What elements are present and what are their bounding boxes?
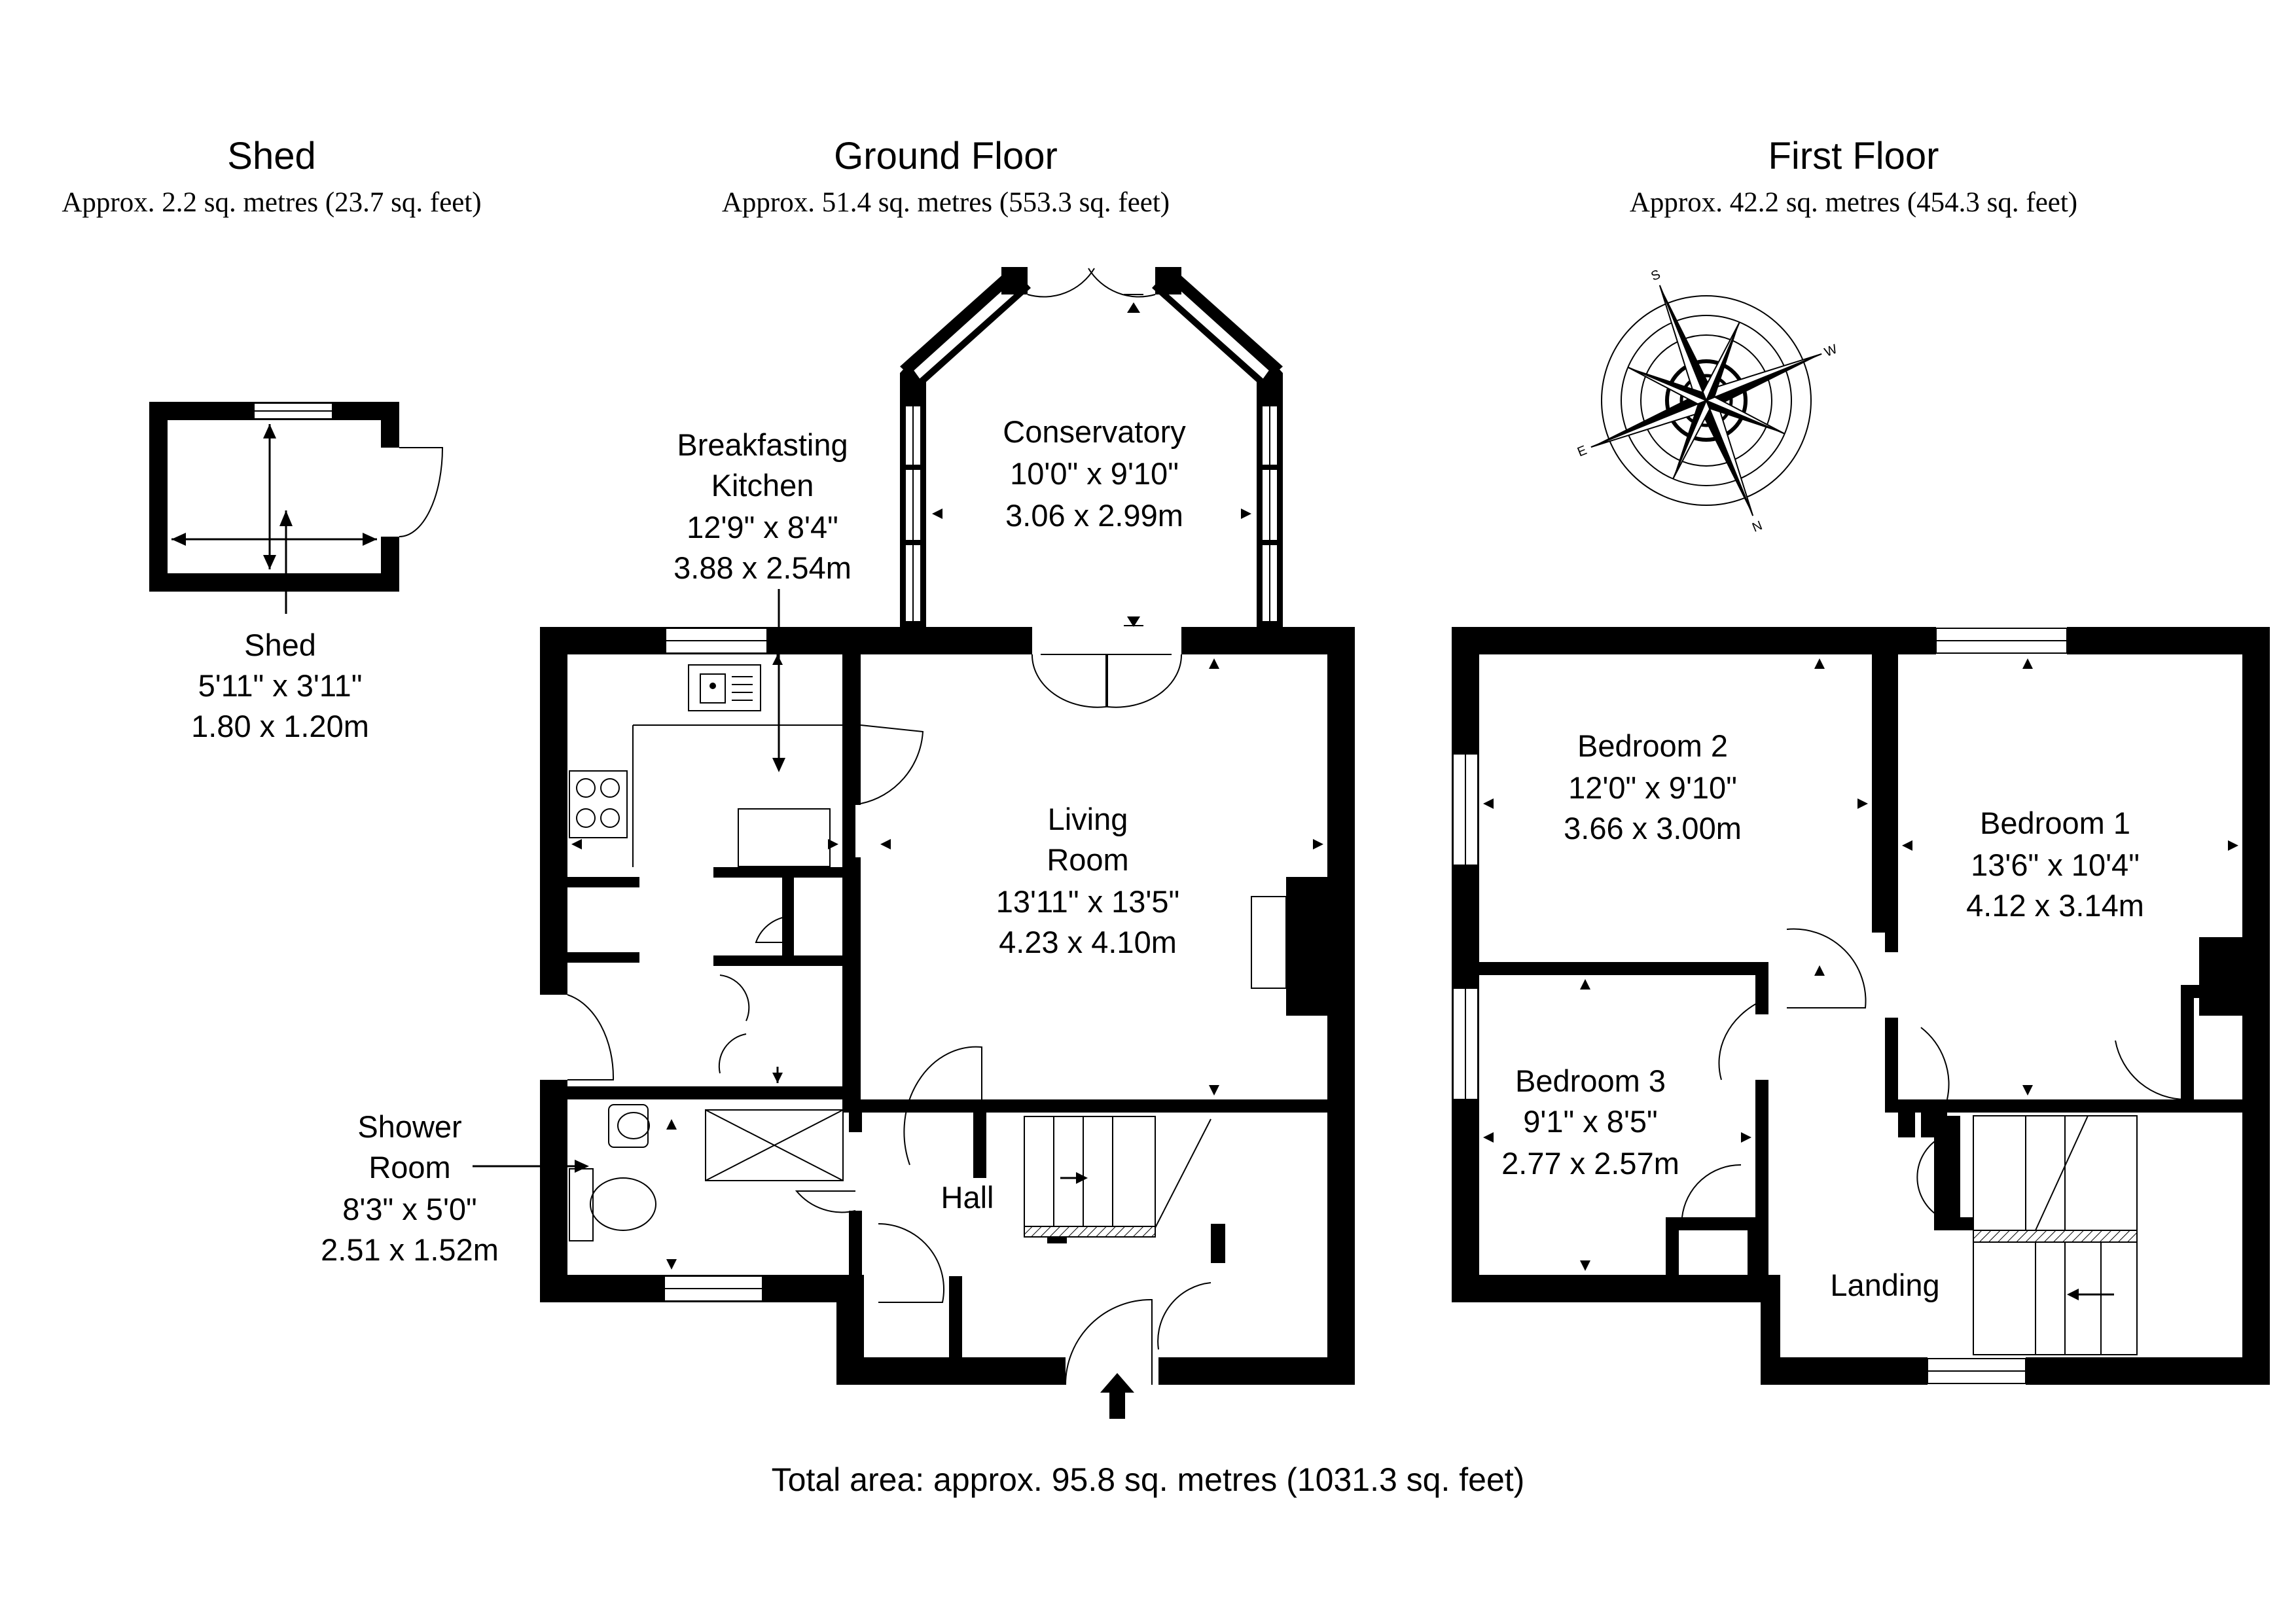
first-floor-area: Approx. 42.2 sq. metres (454.3 sq. feet) xyxy=(1630,187,2077,218)
bedroom-1-imperial-size: 13'6" x 10'4" xyxy=(1971,847,2140,882)
living-room-imperial-size: 13'11" x 13'5" xyxy=(996,884,1179,919)
bedroom-1-name: Bedroom 1 xyxy=(1980,806,2130,840)
conservatory-name: Conservatory xyxy=(1003,414,1186,449)
ground-floor-heading: Ground Floor xyxy=(834,135,1058,177)
bedroom-2-metric-size: 3.66 x 3.00m xyxy=(1564,811,1742,846)
landing-name: Landing xyxy=(1830,1268,1939,1302)
bedroom-2-name: Bedroom 2 xyxy=(1577,728,1728,763)
shower-room-name-line1: Shower xyxy=(357,1109,461,1144)
first-floor-heading: First Floor xyxy=(1768,135,1939,177)
kitchen-name-line2: Kitchen xyxy=(711,468,814,503)
bedroom-1-metric-size: 4.12 x 3.14m xyxy=(1966,888,2144,923)
kitchen-imperial-size: 12'9" x 8'4" xyxy=(687,510,838,544)
first-floor-plan xyxy=(1452,627,2270,1385)
living-room-metric-size: 4.23 x 4.10m xyxy=(999,925,1177,959)
bedroom-2-imperial-size: 12'0" x 9'10" xyxy=(1568,770,1737,805)
conservatory-imperial-size: 10'0" x 9'10" xyxy=(1010,456,1179,491)
shower-room-metric-size: 2.51 x 1.52m xyxy=(321,1232,499,1267)
living-room-name-line2: Room xyxy=(1047,842,1128,877)
compass-w: W xyxy=(1823,342,1840,360)
ground-floor-area: Approx. 51.4 sq. metres (553.3 sq. feet) xyxy=(722,187,1170,218)
ground-floor-labels: Breakfasting Kitchen 12'9" x 8'4" 3.88 x… xyxy=(321,414,1186,1267)
conservatory-metric-size: 3.06 x 2.99m xyxy=(1005,498,1183,533)
hall-name: Hall xyxy=(941,1180,994,1215)
kitchen-name-line1: Breakfasting xyxy=(677,427,848,462)
ground-floor-plan xyxy=(473,267,1355,1419)
bedroom-3-imperial-size: 9'1" x 8'5" xyxy=(1523,1104,1658,1139)
shed-label: Shed 5'11" x 3'11" 1.80 x 1.20m xyxy=(191,628,369,743)
compass-e: E xyxy=(1575,443,1589,459)
bedroom-3-name: Bedroom 3 xyxy=(1515,1063,1666,1098)
shed-room-name: Shed xyxy=(244,628,316,662)
compass-n: N xyxy=(1750,518,1765,535)
kitchen-metric-size: 3.88 x 2.54m xyxy=(673,550,852,585)
total-area: Total area: approx. 95.8 sq. metres (103… xyxy=(772,1461,1525,1498)
shed-imperial-size: 5'11" x 3'11" xyxy=(198,668,363,703)
compass-s: S xyxy=(1649,267,1663,283)
shed-heading: Shed xyxy=(227,135,315,177)
living-room-name-line1: Living xyxy=(1048,802,1128,836)
section-headings: Shed Approx. 2.2 sq. metres (23.7 sq. fe… xyxy=(62,135,2077,218)
shower-room-imperial-size: 8'3" x 5'0" xyxy=(342,1192,477,1226)
shower-room-name-line2: Room xyxy=(368,1150,450,1185)
shed-area: Approx. 2.2 sq. metres (23.7 sq. feet) xyxy=(62,187,481,218)
first-floor-labels: Bedroom 2 12'0" x 9'10" 3.66 x 3.00m Bed… xyxy=(1501,728,2144,1302)
bedroom-3-metric-size: 2.77 x 2.57m xyxy=(1501,1146,1679,1181)
compass-rose: S N E W xyxy=(1575,267,1840,535)
shed-plan xyxy=(149,402,444,614)
shed-metric-size: 1.80 x 1.20m xyxy=(191,709,369,743)
